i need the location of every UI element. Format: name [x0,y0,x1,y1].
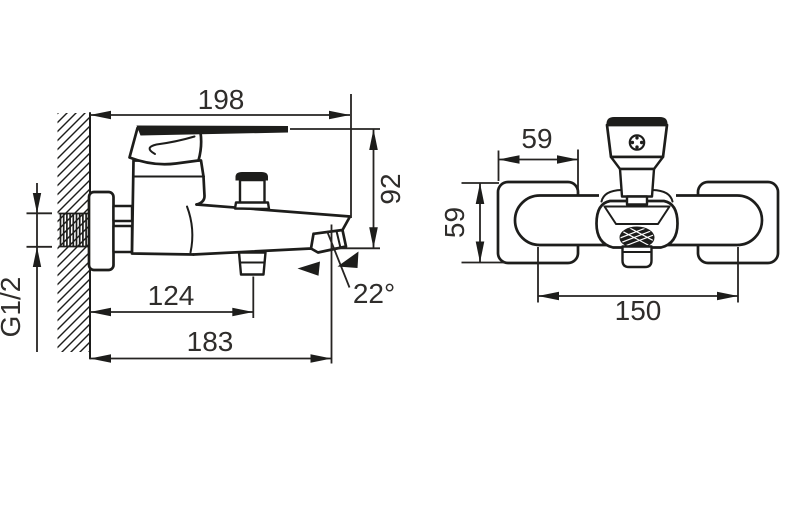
body-fill [132,160,205,255]
dimension-183: 183 [90,224,333,364]
spout-inner-lines [603,205,671,225]
dim-label-g12: G1/2 [0,277,26,338]
body-front-curve [186,205,194,254]
diverter-base [233,201,271,211]
dimension-150: 150 [537,247,739,326]
handle-cap-band [606,117,668,126]
lever-handle-front [605,117,669,206]
inlet-pipe-thread [58,212,89,248]
side-view: 198 92 124 183 G1/2 [0,84,406,364]
lever-blade [136,125,288,136]
dim-label-22deg: 22° [353,278,395,309]
eccentric-connector [112,204,134,254]
dimension-92: 92 [290,128,406,250]
spout-outline [192,203,352,256]
shower-outlet-side [237,251,267,276]
handle-neck-tab [625,195,649,206]
dimension-g12: G1/2 [0,183,52,352]
spout-side [192,203,352,256]
diverter-knob [233,172,271,211]
dim-label-59-height: 59 [439,207,470,238]
aerator [619,226,655,249]
lever-handle-side [128,125,288,166]
dim-label-198: 198 [198,84,245,115]
front-view: 59 59 150 [439,117,780,326]
lever-base [128,126,203,166]
dimension-59-width: 59 [497,123,579,194]
lever-scoop-line [148,135,196,155]
dim-label-59-width: 59 [521,123,552,154]
dimension-198: 198 [90,84,352,218]
dimension-124: 124 [90,276,255,318]
diverter-cap [235,172,268,181]
aerator-ring-line [335,230,342,249]
dim-label-124: 124 [148,280,195,311]
dimension-angle-22: 22° [297,230,395,309]
handle-screw [628,134,646,151]
handle-neck [618,167,656,198]
dimension-59-height: 59 [439,182,505,264]
body-shoulder-curves [600,189,674,203]
dim-label-150: 150 [615,295,662,326]
diverter-body [238,178,266,205]
spout-front [595,189,679,269]
wall-escutcheon-side [87,190,115,272]
dim-label-92: 92 [375,173,406,204]
handle-skirt [609,155,665,171]
shower-outlet-front [621,245,653,269]
mixer-body-side [130,159,206,256]
dim-label-183: 183 [187,326,234,357]
